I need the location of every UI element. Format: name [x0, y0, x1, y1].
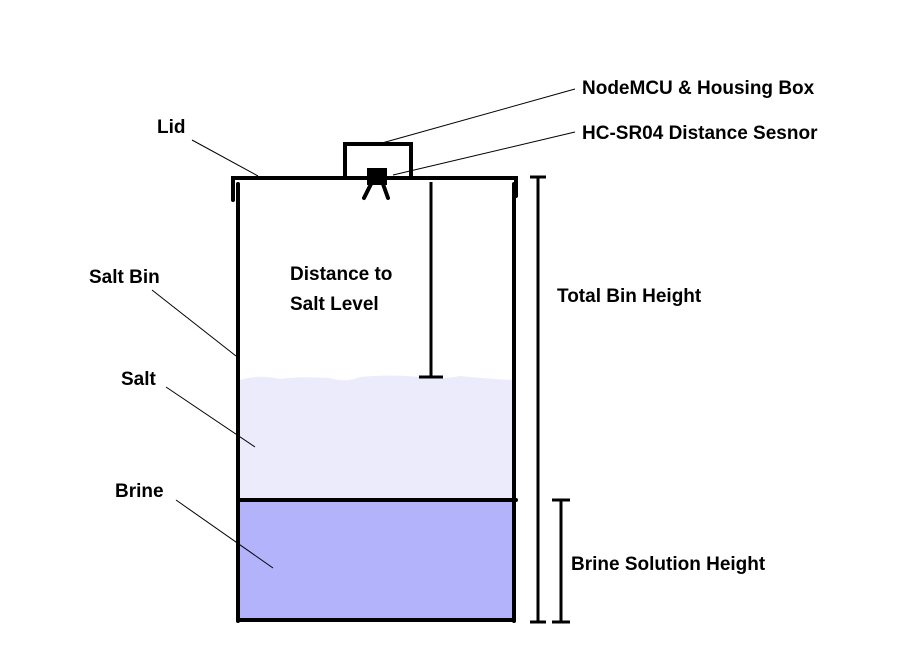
- sensor-leader: [392, 131, 576, 176]
- sensor-legs: [362, 182, 390, 200]
- salt-bin-label: Salt Bin: [89, 267, 160, 288]
- distance-sensor: [367, 168, 387, 185]
- salt-region: [240, 375, 512, 498]
- total-height-label: Total Bin Height: [557, 286, 702, 307]
- lid-label: Lid: [157, 117, 186, 138]
- salt-leader: [165, 386, 256, 448]
- brine-leader: [175, 499, 274, 569]
- salt-bin-leader: [151, 289, 237, 357]
- brine-region: [240, 502, 512, 619]
- brine-height-label: Brine Solution Height: [571, 554, 766, 575]
- distance-label-line1: Distance to: [290, 264, 392, 285]
- nodemcu-label: NodeMCU & Housing Box: [582, 78, 815, 99]
- brine-label: Brine: [115, 481, 164, 502]
- sensor-label: HC-SR04 Distance Sesnor: [582, 123, 818, 144]
- salt-label: Salt: [121, 369, 157, 390]
- lid-leader: [191, 139, 259, 177]
- nodemcu-leader: [381, 88, 576, 144]
- distance-label-line2: Salt Level: [290, 294, 379, 315]
